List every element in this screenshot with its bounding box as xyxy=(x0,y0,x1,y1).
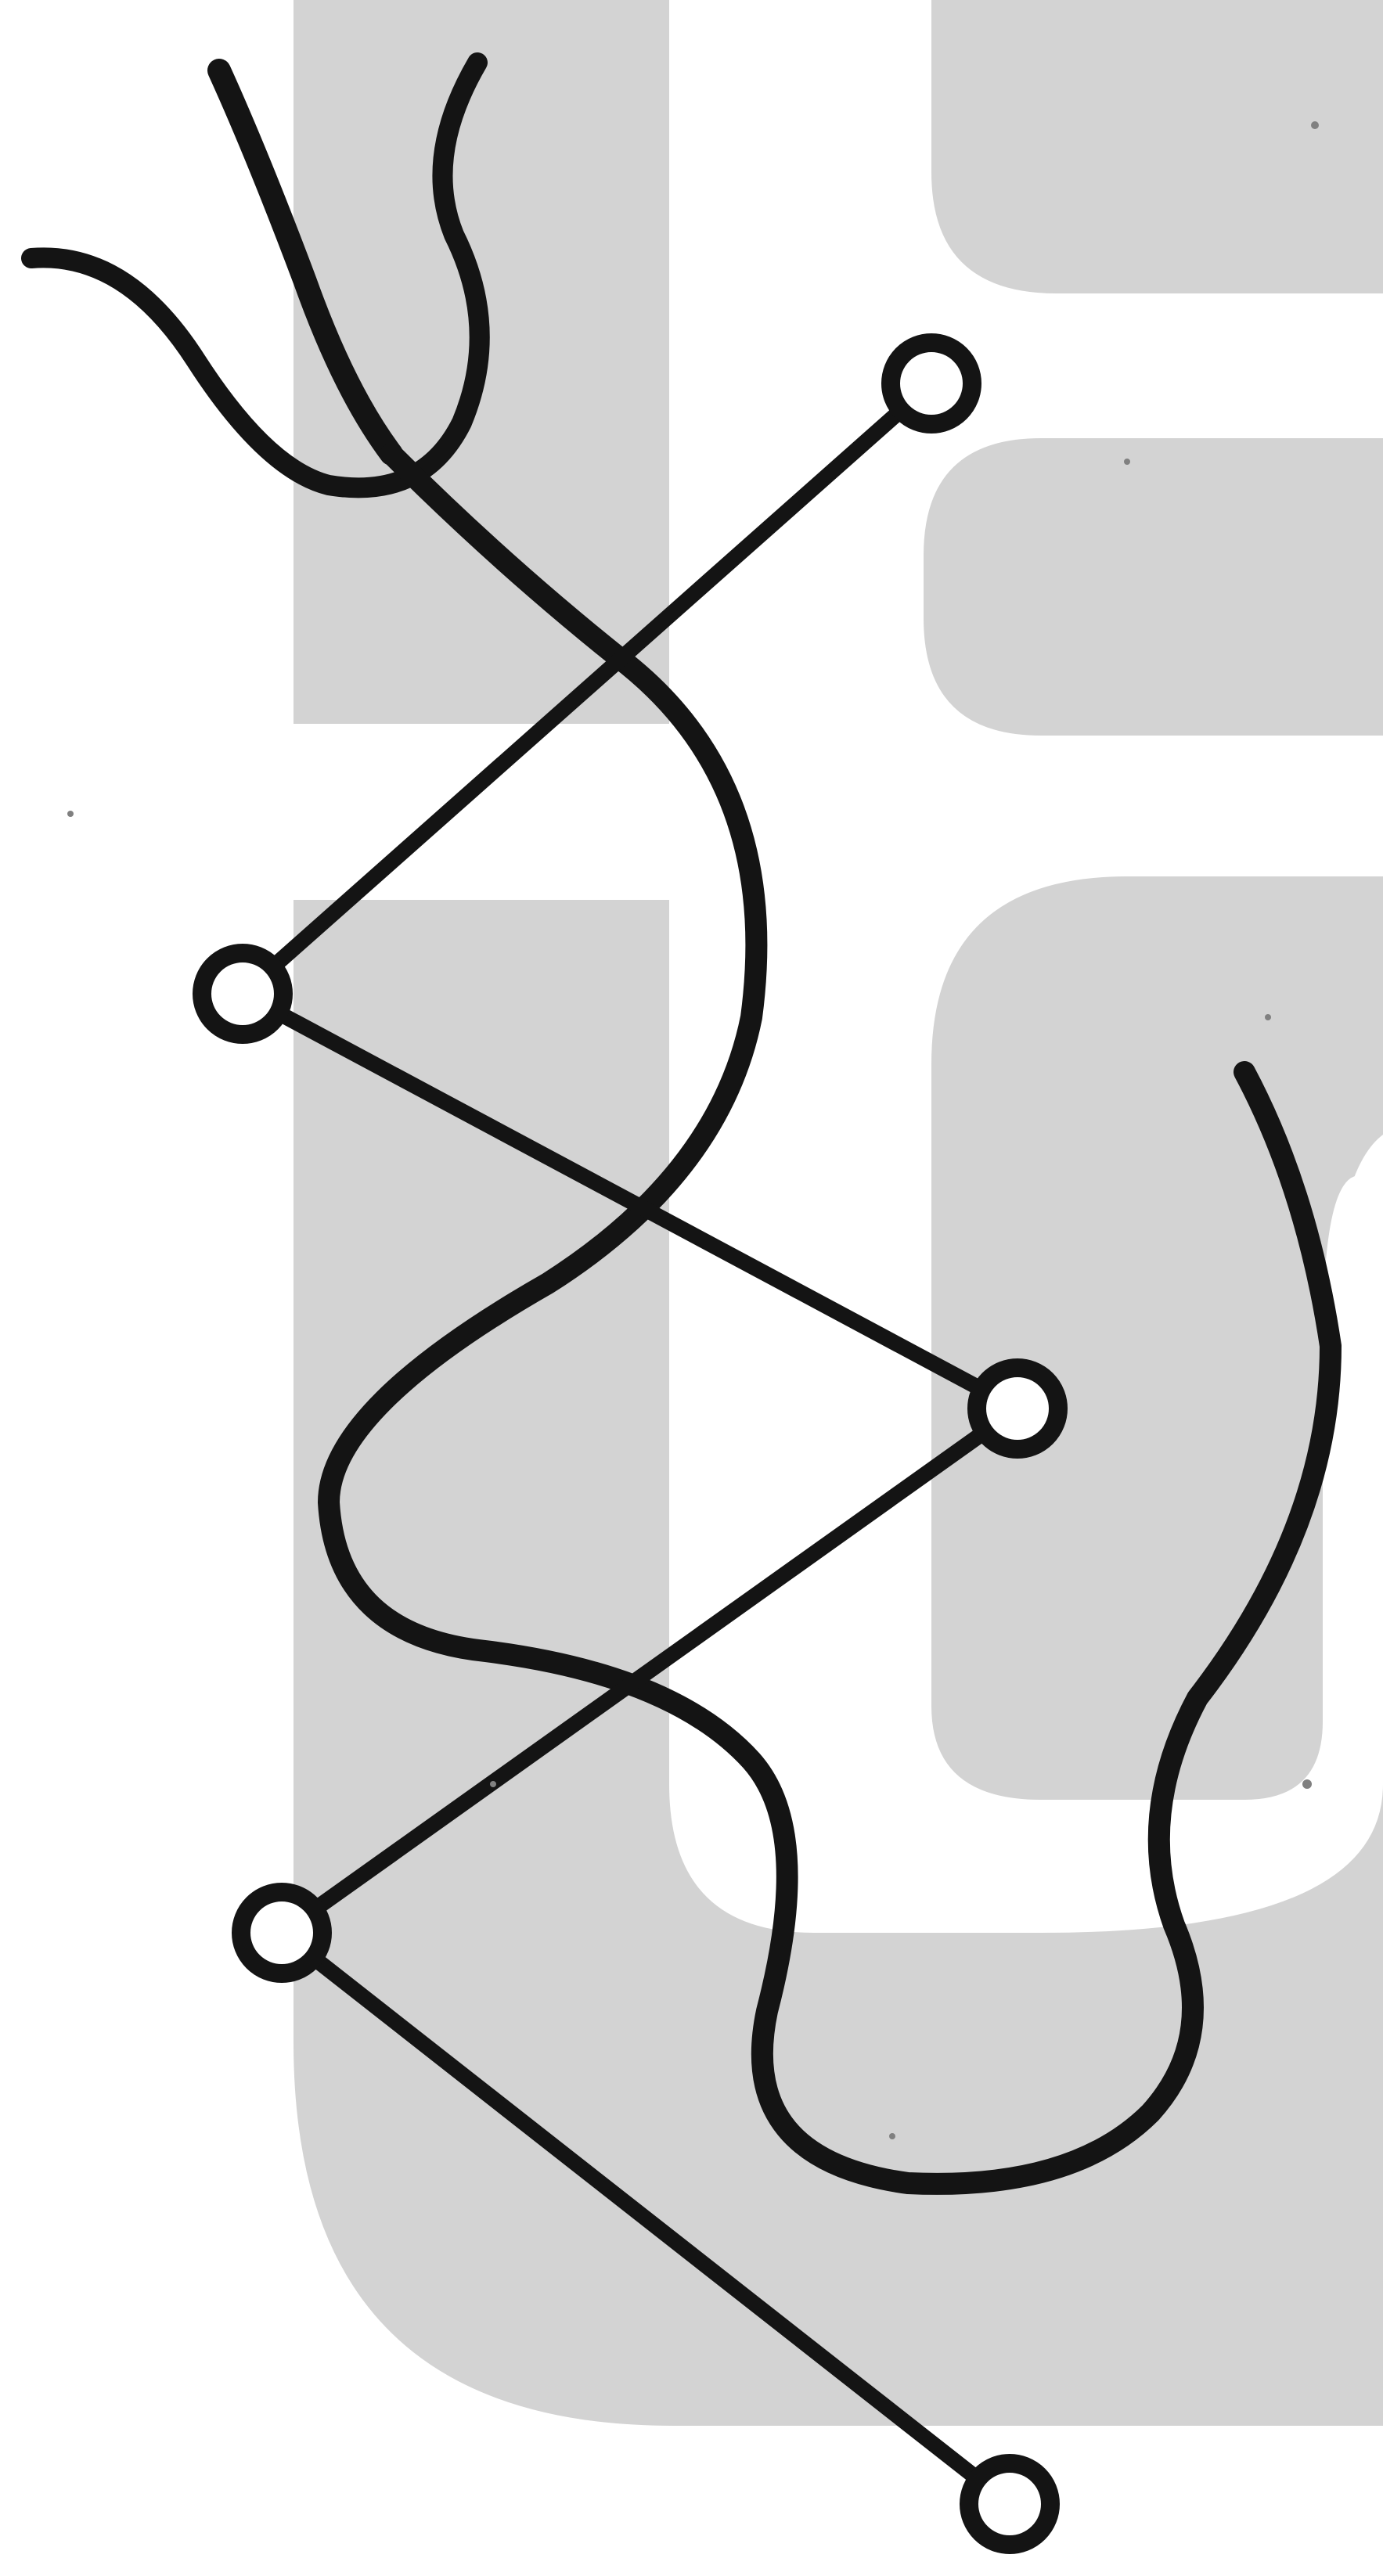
speck xyxy=(490,1781,496,1787)
node-4 xyxy=(241,1892,322,1973)
speck xyxy=(1265,1014,1271,1020)
letterform-middle-slab xyxy=(924,438,1383,736)
letterform-top-hook xyxy=(931,0,1383,293)
speck xyxy=(67,811,74,817)
speck xyxy=(1124,459,1130,465)
node-5 xyxy=(969,2463,1050,2545)
node-3 xyxy=(977,1368,1058,1449)
speck xyxy=(1302,1779,1312,1789)
node-1 xyxy=(891,343,972,424)
letterform-bottom-bar xyxy=(916,2160,1383,2426)
speck xyxy=(889,2133,895,2139)
node-2 xyxy=(202,953,283,1034)
speck xyxy=(1311,121,1319,129)
